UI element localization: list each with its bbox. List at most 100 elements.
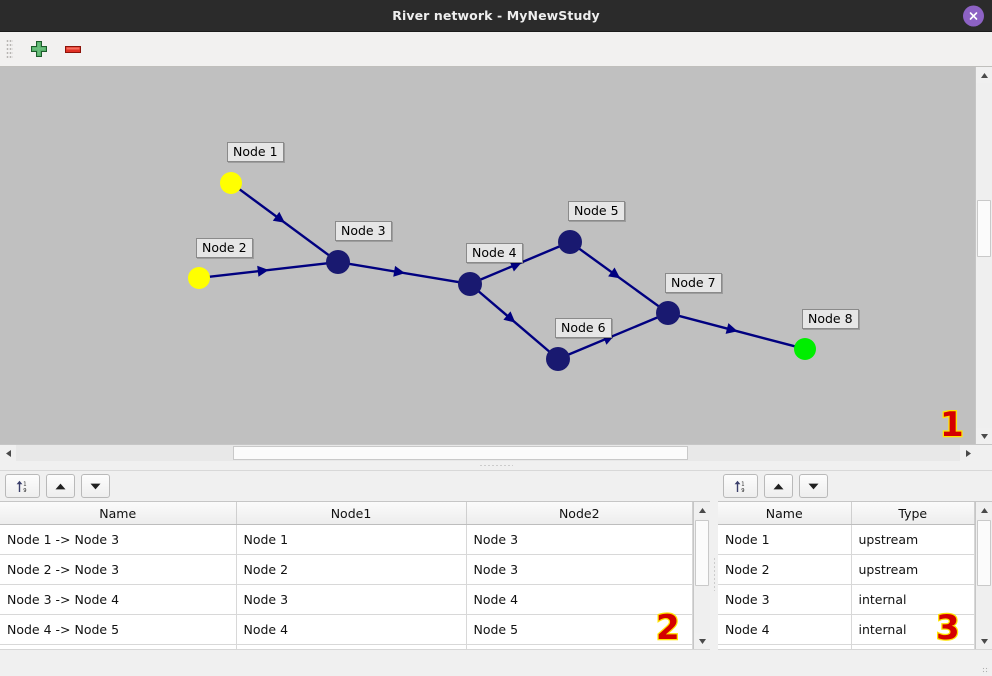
scroll-down-button[interactable] [976, 428, 992, 444]
reaches-scroll-down-button[interactable] [694, 633, 710, 649]
table-cell[interactable]: Node 3 [236, 584, 467, 615]
vertical-splitter[interactable] [710, 471, 718, 676]
table-cell[interactable]: Node 1 -> Node 3 [0, 524, 237, 555]
resize-grip-icon[interactable] [982, 667, 989, 674]
table-cell-empty[interactable] [466, 644, 693, 649]
nodes-vscroll-track[interactable] [976, 518, 992, 633]
table-cell[interactable]: internal [851, 614, 975, 645]
reaches-vscroll-track[interactable] [694, 518, 710, 633]
graph-node-label-node7[interactable]: Node 7 [665, 273, 722, 293]
column-header-type[interactable]: Type [851, 502, 975, 525]
table-cell[interactable]: Node 4 [466, 584, 693, 615]
reaches-vscroll-thumb[interactable] [695, 520, 709, 586]
horizontal-splitter[interactable] [0, 461, 992, 471]
nodes-scroll-down-button[interactable] [976, 633, 992, 649]
table-row-empty[interactable] [718, 644, 975, 649]
table-cell[interactable]: upstream [851, 554, 975, 585]
graph-node-label-node4[interactable]: Node 4 [466, 243, 523, 263]
scroll-right-button[interactable] [960, 445, 976, 461]
caret-right-icon [965, 449, 971, 457]
table-cell[interactable]: Node 4 [718, 614, 852, 645]
reaches-panel: 1 9 [0, 471, 710, 676]
scroll-up-button[interactable] [976, 67, 992, 83]
add-node-icon[interactable] [29, 39, 49, 59]
nodes-sort-button[interactable]: 1 9 [723, 474, 758, 498]
graph-node-label-node5[interactable]: Node 5 [568, 201, 625, 221]
table-cell[interactable]: Node 1 [236, 524, 467, 555]
table-cell-empty[interactable] [236, 644, 467, 649]
graph-node-label-node2[interactable]: Node 2 [196, 238, 253, 258]
reaches-vertical-scrollbar[interactable] [693, 502, 710, 649]
table-cell[interactable]: Node 3 [718, 584, 852, 615]
reaches-scroll-up-button[interactable] [694, 502, 710, 518]
graph-node-node4[interactable] [458, 272, 482, 296]
graph-node-node7[interactable] [656, 301, 680, 325]
table-cell[interactable]: Node 3 -> Node 4 [0, 584, 237, 615]
reaches-move-down-button[interactable] [81, 474, 110, 498]
scroll-left-button[interactable] [0, 445, 16, 461]
nodes-vscroll-thumb[interactable] [977, 520, 991, 586]
graph-node-label-node8[interactable]: Node 8 [802, 309, 859, 329]
graph-vertical-scrollbar[interactable] [975, 67, 992, 444]
graph-vscroll-thumb[interactable] [977, 200, 991, 258]
graph-node-node3[interactable] [326, 250, 350, 274]
table-cell[interactable]: Node 5 [466, 614, 693, 645]
graph-node-label-node6[interactable]: Node 6 [555, 318, 612, 338]
graph-hscroll-track[interactable] [16, 445, 960, 461]
table-row-empty[interactable] [0, 644, 693, 649]
table-cell[interactable]: Node 2 -> Node 3 [0, 554, 237, 585]
nodes-vertical-scrollbar[interactable] [975, 502, 992, 649]
toolbar-grip[interactable] [6, 39, 13, 59]
column-header-node2[interactable]: Node2 [466, 502, 693, 525]
table-cell-empty[interactable] [851, 644, 975, 649]
nodes-scroll-up-button[interactable] [976, 502, 992, 518]
close-button[interactable] [963, 5, 984, 26]
column-header-node1[interactable]: Node1 [236, 502, 467, 525]
table-cell[interactable]: Node 1 [718, 524, 852, 555]
table-cell[interactable]: Node 2 [718, 554, 852, 585]
graph-node-node2[interactable] [188, 267, 210, 289]
table-cell-empty[interactable] [0, 644, 237, 649]
nodes-move-down-button[interactable] [799, 474, 828, 498]
table-cell[interactable]: Node 2 [236, 554, 467, 585]
column-header-name[interactable]: Name [718, 502, 852, 525]
svg-text:1: 1 [23, 481, 26, 487]
graph-hscroll-thumb[interactable] [233, 446, 689, 460]
graph-node-label-node1[interactable]: Node 1 [227, 142, 284, 162]
graph-node-node6[interactable] [546, 347, 570, 371]
graph-node-node5[interactable] [558, 230, 582, 254]
table-cell-empty[interactable] [718, 644, 852, 649]
nodes-move-up-button[interactable] [764, 474, 793, 498]
graph-node-node1[interactable] [220, 172, 242, 194]
table-cell[interactable]: Node 4 [236, 614, 467, 645]
graph-horizontal-scrollbar[interactable] [0, 444, 992, 461]
remove-node-icon[interactable] [63, 39, 83, 59]
graph-node-node8[interactable] [794, 338, 816, 360]
graph-vscroll-track[interactable] [976, 83, 992, 428]
column-header-name[interactable]: Name [0, 502, 237, 525]
reaches-sort-button[interactable]: 1 9 [5, 474, 40, 498]
reaches-move-up-button[interactable] [46, 474, 75, 498]
table-cell[interactable]: Node 3 [466, 554, 693, 585]
graph-node-label-node3[interactable]: Node 3 [335, 221, 392, 241]
table-cell[interactable]: internal [851, 584, 975, 615]
main-toolbar [0, 32, 992, 67]
table-cell[interactable]: Node 4 -> Node 5 [0, 614, 237, 645]
network-canvas[interactable]: Node 1 Node 2 Node 3 Node 4 Node 5 Node 6 Node… [0, 67, 975, 444]
table-cell[interactable]: upstream [851, 524, 975, 555]
bottom-panels: 1 9 [0, 471, 992, 676]
table-cell[interactable]: Node 3 [466, 524, 693, 555]
